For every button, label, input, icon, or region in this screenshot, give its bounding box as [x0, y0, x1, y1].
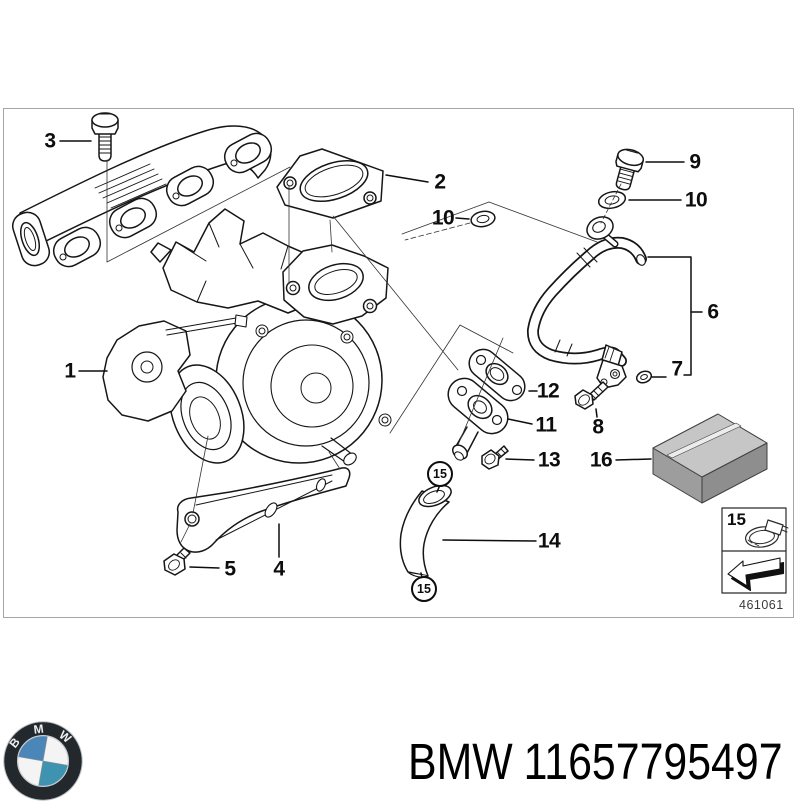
direction-arrow-icon — [727, 557, 785, 592]
bmw-logo: B M W — [3, 721, 83, 801]
drawing-number: 461061 — [739, 598, 784, 612]
part-oil-hose-14 — [399, 484, 452, 578]
inset-callout-15: 15 — [727, 510, 746, 529]
clamp-badge-upper: 15 — [427, 461, 453, 487]
callout-1: 1 — [64, 359, 76, 383]
callout-4: 4 — [273, 557, 285, 581]
hose-clamp-icon — [745, 519, 789, 548]
callout-3: 3 — [44, 129, 56, 153]
callout-14: 14 — [537, 529, 561, 553]
part-washer-10-right — [597, 190, 627, 210]
callout-13: 13 — [537, 448, 561, 472]
part-turbocharger — [102, 208, 392, 466]
callout-10-left: 10 — [431, 206, 455, 230]
part-bolt-5 — [163, 547, 191, 576]
clamp-badge-lower: 15 — [411, 576, 437, 602]
brand-text: BMW — [408, 733, 513, 790]
callout-2: 2 — [434, 170, 446, 194]
callout-16: 16 — [589, 448, 613, 472]
callout-11: 11 — [535, 413, 557, 437]
part-oil-feed-line-6 — [526, 216, 647, 389]
part-support-bracket — [176, 467, 351, 553]
part-washer-7 — [635, 370, 653, 384]
construction-lines — [106, 159, 622, 543]
logo-letter-m: M — [33, 722, 45, 737]
part-bolt-8 — [574, 381, 609, 410]
callout-12: 12 — [536, 379, 560, 403]
part-oil-drain-pipe-11 — [447, 377, 509, 461]
callout-10-right: 10 — [684, 188, 708, 212]
callout-5: 5 — [224, 557, 236, 581]
part-turbo-gasket — [276, 148, 384, 219]
part-number-text: 11657795497 — [523, 733, 783, 790]
part-exhaust-manifold — [11, 125, 273, 268]
part-flange-gasket-12 — [468, 348, 526, 402]
callout-9: 9 — [689, 150, 701, 174]
part-washer-10-left — [470, 210, 496, 228]
part-bolt-3 — [91, 112, 119, 162]
callout-8: 8 — [592, 415, 604, 439]
callout-7: 7 — [671, 357, 683, 381]
part-bolt-13 — [481, 445, 509, 470]
part-banjo-bolt-9 — [615, 148, 645, 191]
inset-legend — [721, 507, 789, 594]
part-gasket-kit-16 — [652, 413, 768, 504]
callout-6: 6 — [707, 300, 719, 324]
